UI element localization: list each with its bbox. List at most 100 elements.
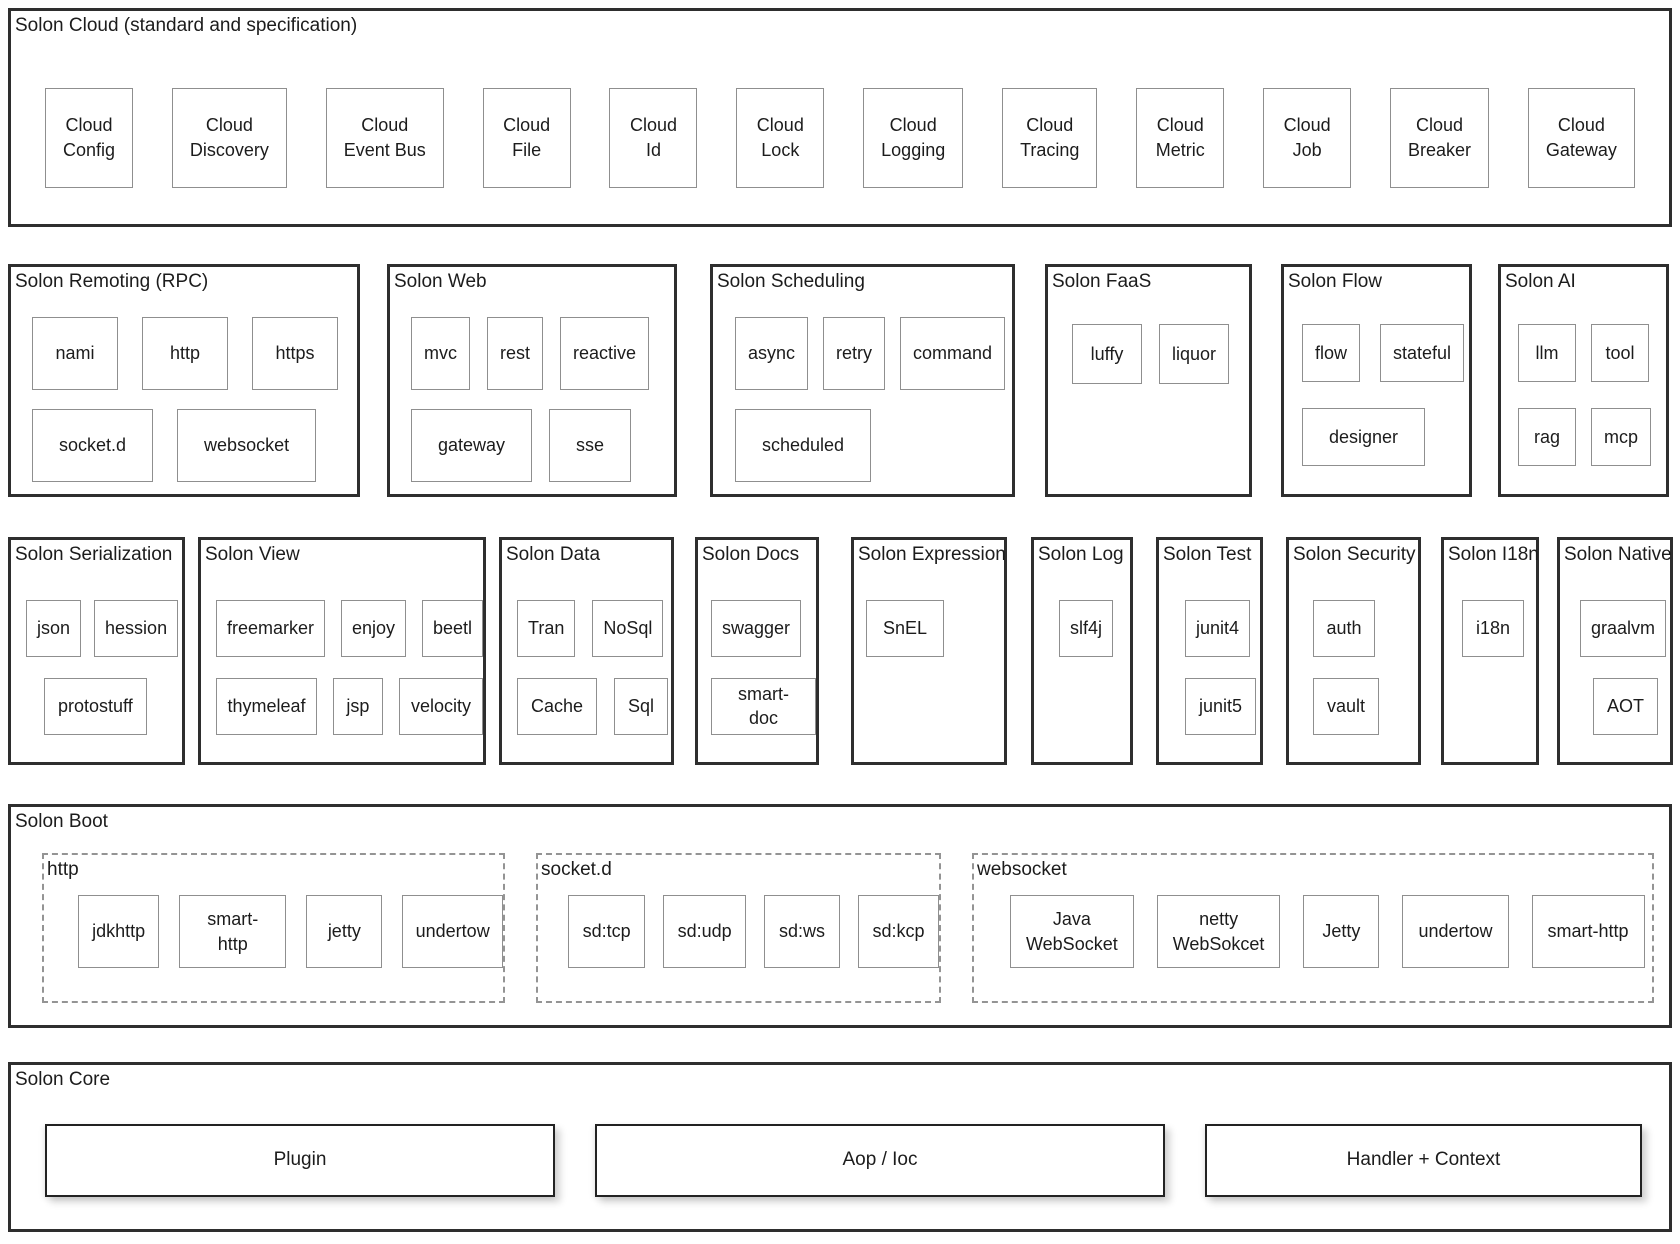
module-box-reactive: reactive (560, 316, 650, 390)
module-box-java-websocket: Java WebSocket (1010, 895, 1134, 968)
module-box-freemarker: freemarker (216, 599, 325, 657)
module-box-gateway: gateway (411, 408, 533, 482)
section-title-solon-flow: Solon Flow (1288, 271, 1382, 292)
section-solon-log: Solon Log slf4j (1031, 537, 1133, 765)
module-box-command: command (900, 316, 1006, 390)
module-box-undertow: undertow (402, 895, 503, 968)
section-title-solon-faas: Solon FaaS (1052, 271, 1152, 292)
module-box-thymeleaf: thymeleaf (216, 677, 317, 735)
module-box-cloud-breaker: Cloud Breaker (1389, 87, 1489, 188)
section-title-solon-scheduling: Solon Scheduling (717, 271, 865, 292)
section-solon-docs: Solon Docs swagger smart-doc (695, 537, 819, 765)
section-solon-expression: Solon Expression SnEL (851, 537, 1007, 765)
module-box-sse: sse (549, 408, 632, 482)
module-box-scheduled: scheduled (735, 408, 872, 482)
module-box-sd-udp: sd:udp (663, 895, 747, 968)
modules-row: junit4 (1185, 599, 1260, 657)
module-box-junit4: junit4 (1185, 599, 1251, 657)
module-box-auth: auth (1313, 599, 1375, 657)
module-box-jsp: jsp (332, 677, 383, 735)
modules-row: i18n (1462, 599, 1536, 657)
boot-group-title-http: http (47, 859, 79, 880)
module-box-rag: rag (1518, 407, 1576, 466)
module-box-jetty: Jetty (1303, 895, 1380, 968)
module-box-swagger: swagger (711, 599, 802, 657)
module-box-jdkhttp: jdkhttp (78, 895, 160, 968)
module-box-i18n: i18n (1462, 599, 1524, 657)
module-box-smart-http: smart-http (1531, 895, 1645, 968)
module-box-json: json (26, 599, 82, 657)
modules-row: SnEL (866, 599, 1004, 657)
module-box-websocket: websocket (177, 408, 317, 482)
module-box-smart-http: smart-http (179, 895, 287, 968)
module-box-tran: Tran (517, 599, 576, 657)
module-box-graalvm: graalvm (1580, 599, 1667, 657)
section-solon-data: Solon Data Tran NoSql Cache Sql (499, 537, 674, 765)
module-box-sd-kcp: sd:kcp (858, 895, 939, 968)
module-box-protostuff: protostuff (44, 677, 147, 735)
module-box-async: async (735, 316, 809, 390)
modules-row: Tran NoSql (517, 599, 671, 657)
module-box-cloud-lock: Cloud Lock (736, 87, 825, 188)
module-box-liquor: liquor (1159, 323, 1230, 384)
section-title-solon-expression: Solon Expression (858, 544, 1006, 565)
section-title-solon-web: Solon Web (394, 271, 487, 292)
module-box-cloud-id: Cloud Id (609, 87, 698, 188)
module-box-nosql: NoSql (592, 599, 664, 657)
module-box-sql: Sql (614, 677, 669, 735)
module-box-netty-websokcet: netty WebSokcet (1156, 895, 1281, 968)
boot-group-title-websocket: websocket (977, 859, 1067, 880)
module-box-hession: hession (94, 599, 179, 657)
section-title-solon-native: Solon Native (1564, 544, 1672, 565)
modules-row: smart-doc (711, 677, 816, 735)
modules-row: scheduled (735, 408, 1012, 482)
modules-row: designer (1302, 407, 1469, 466)
section-solon-cloud: Solon Cloud (standard and specification)… (8, 8, 1672, 227)
section-title-solon-data: Solon Data (506, 544, 601, 565)
module-box-http: http (142, 316, 228, 390)
section-title-solon-remoting: Solon Remoting (RPC) (15, 271, 209, 292)
module-box-retry: retry (823, 316, 886, 390)
module-box-cache: Cache (517, 677, 598, 735)
module-box-cloud-discovery: Cloud Discovery (171, 87, 287, 188)
module-box-aop-ioc: Aop / Ioc (595, 1123, 1165, 1197)
module-box-cloud-gateway: Cloud Gateway (1527, 87, 1635, 188)
module-box-nami: nami (32, 316, 118, 390)
modules-row: slf4j (1059, 599, 1130, 657)
section-title-solon-test: Solon Test (1163, 544, 1252, 565)
module-box-mvc: mvc (411, 316, 470, 390)
section-solon-i18n: Solon I18n i18n (1441, 537, 1539, 765)
module-box-cloud-config: Cloud Config (45, 87, 134, 188)
module-box-jetty: jetty (306, 895, 383, 968)
modules-row: swagger (711, 599, 816, 657)
section-title-solon-docs: Solon Docs (702, 544, 800, 565)
module-box-enjoy: enjoy (340, 599, 406, 657)
modules-row: jdkhttp smart-http jetty undertow (78, 895, 503, 968)
section-title-solon-core: Solon Core (15, 1069, 111, 1090)
module-box-designer: designer (1302, 407, 1426, 466)
module-box-slf4j: slf4j (1059, 599, 1114, 657)
modules-row: junit5 (1185, 677, 1260, 735)
modules-row: vault (1313, 677, 1418, 735)
module-box-llm: llm (1518, 323, 1576, 382)
section-title-solon-log: Solon Log (1038, 544, 1124, 565)
